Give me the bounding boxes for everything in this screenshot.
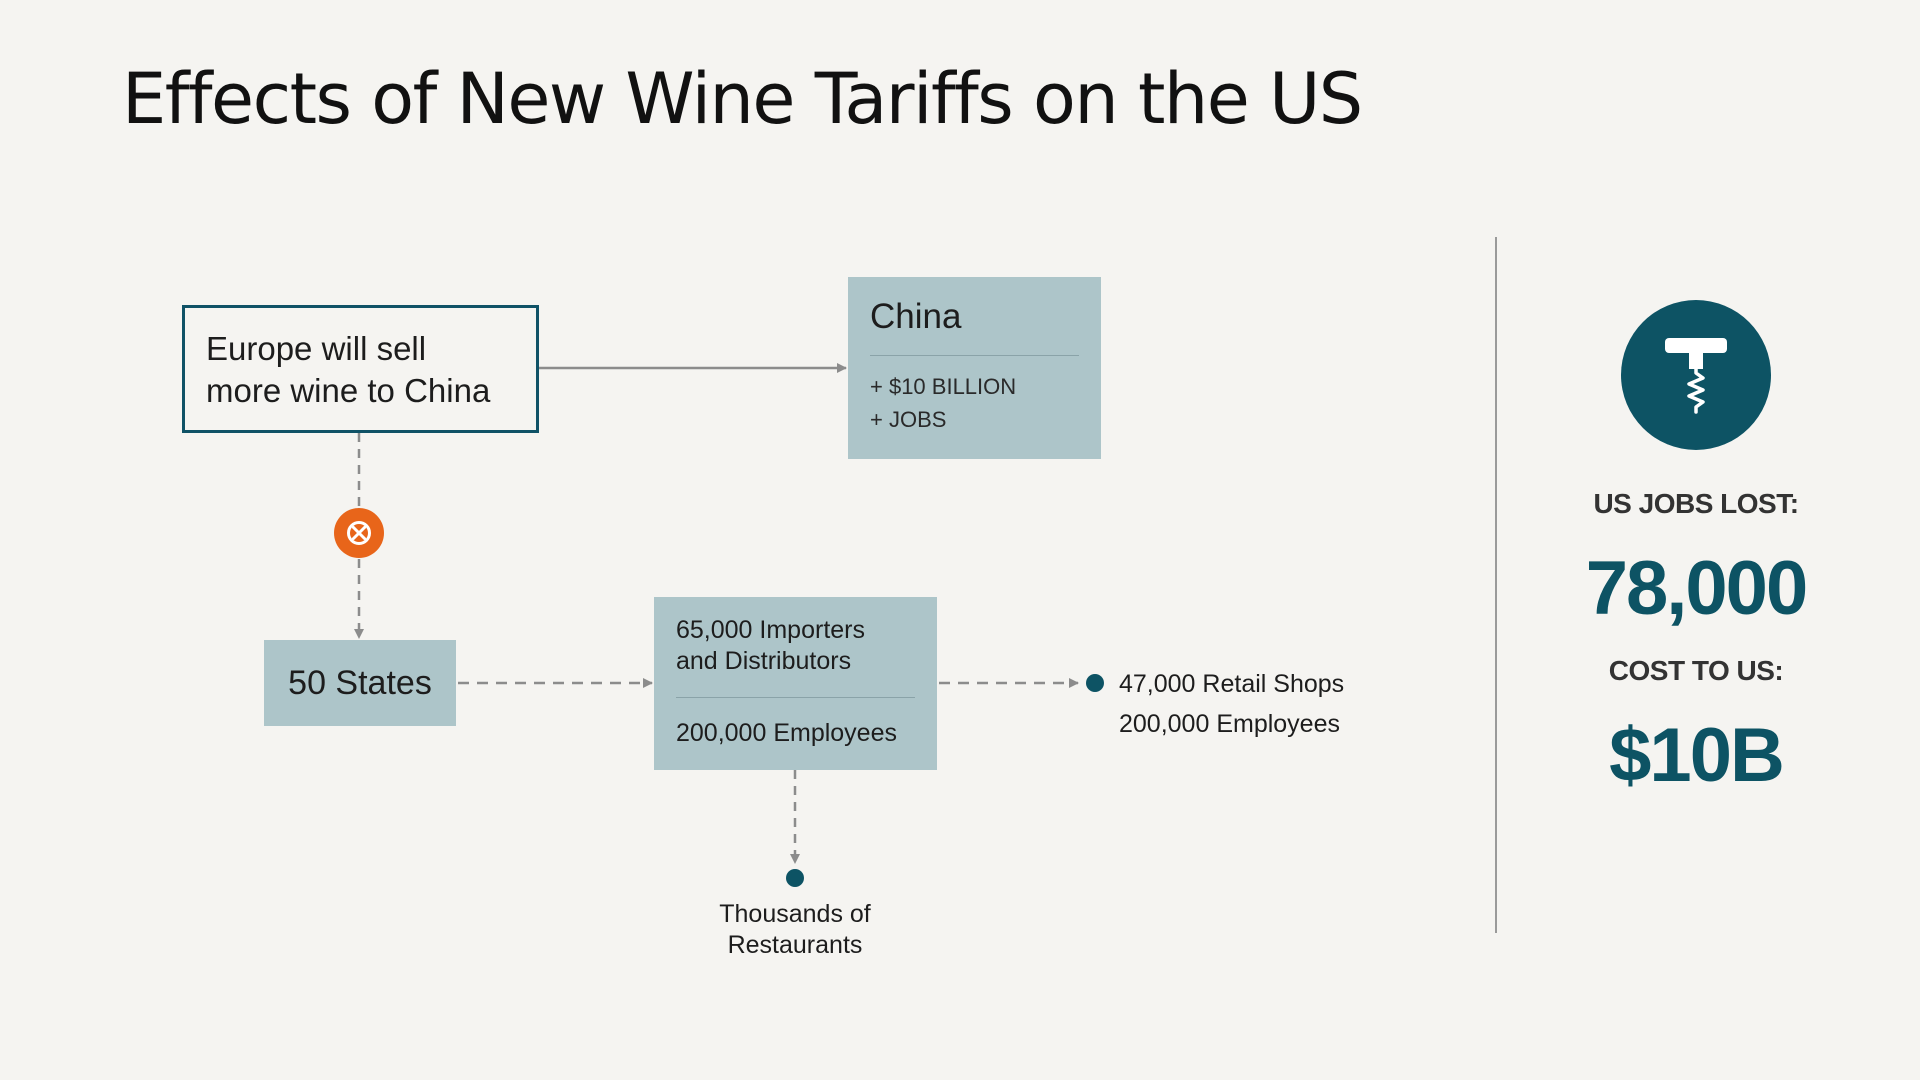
europe-box: Europe will sell more wine to China <box>182 305 539 433</box>
cost-value: $10B <box>1609 713 1785 798</box>
importers-employees: 200,000 Employees <box>676 719 897 747</box>
states-box: 50 States <box>264 640 456 726</box>
china-name: China <box>870 297 962 336</box>
china-box: China + $10 BILLION + JOBS <box>848 277 1101 459</box>
china-gain-jobs: + JOBS <box>870 407 947 432</box>
jobs-lost-value: 78,000 <box>1585 546 1808 631</box>
section-divider <box>1495 237 1497 933</box>
retail-employees: 200,000 Employees <box>1119 710 1340 738</box>
jobs-lost-label: US JOBS LOST: <box>1593 488 1799 519</box>
importers-line-2: and Distributors <box>676 647 852 675</box>
restaurants-line-1: Thousands of <box>719 900 871 928</box>
corkscrew-icon <box>1665 338 1727 414</box>
importers-line-1: 65,000 Importers <box>676 616 865 644</box>
retail-label: 47,000 Retail Shops 200,000 Employees <box>1119 664 1344 744</box>
restaurants-label: Thousands of Restaurants <box>690 899 900 961</box>
importers-divider <box>676 697 915 698</box>
europe-line-1: Europe will sell <box>206 330 427 367</box>
x-circle-icon <box>334 508 384 558</box>
china-divider <box>870 355 1079 356</box>
importers-box: 65,000 Importers and Distributors 200,00… <box>654 597 937 770</box>
retail-shops: 47,000 Retail Shops <box>1119 670 1345 698</box>
restaurants-dot <box>786 869 804 887</box>
restaurants-line-2: Restaurants <box>727 931 863 959</box>
corkscrew-icon-badge <box>1621 300 1771 450</box>
cost-label: COST TO US: <box>1608 655 1784 686</box>
europe-line-2: more wine to China <box>206 372 491 409</box>
retail-dot <box>1086 674 1104 692</box>
page-title: Effects of New Wine Tariffs on the US <box>122 58 1363 140</box>
china-gain-billion: + $10 BILLION <box>870 374 1017 399</box>
